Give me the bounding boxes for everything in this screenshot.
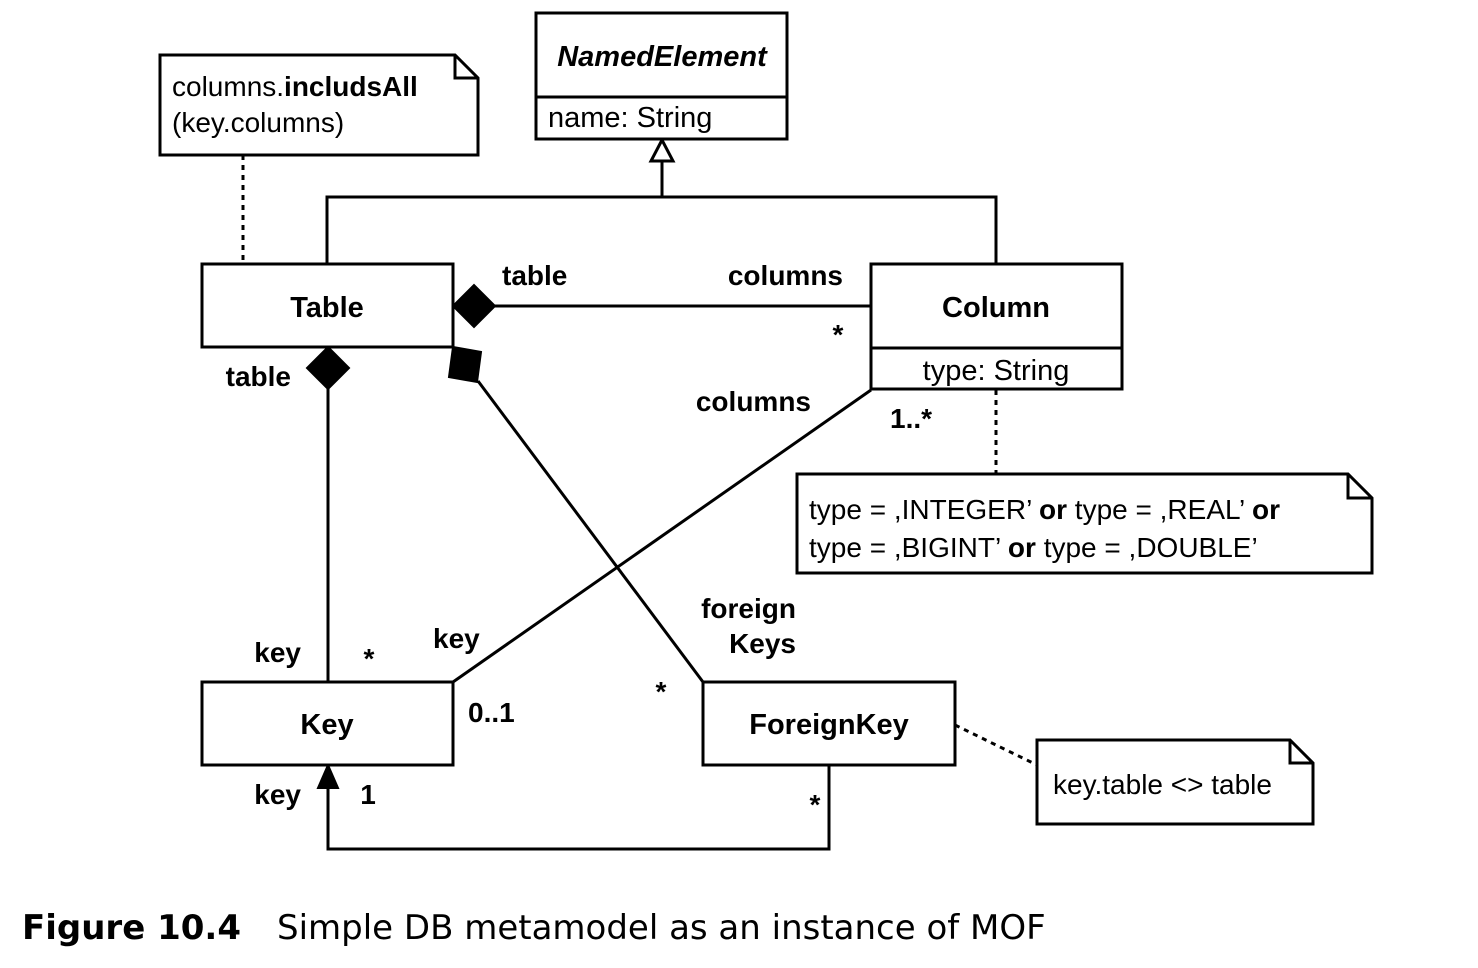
role-key-columns-key-end: key (433, 623, 480, 654)
uml-class-diagram: columns.includsAll (key.columns) type = … (158, 11, 1374, 851)
role-fk-key-key-end: key (254, 779, 301, 810)
note-table-constraint-line1: columns.includsAll (172, 71, 418, 102)
class-column: Column type: String (869, 262, 1124, 391)
note-column-type-line1: type = ,INTEGER’ or type = ,REAL’ or (809, 494, 1280, 525)
assoc-table-foreign-key (476, 380, 705, 683)
note-table-constraint-line2: (key.columns) (172, 107, 344, 138)
class-column-attribute: type: String (923, 355, 1070, 387)
navigable-arrowhead-key (316, 762, 340, 789)
composition-diamond-table-foreign-key (447, 345, 483, 384)
mult-table-fk: * (656, 676, 667, 707)
mult-table-key: * (364, 643, 375, 674)
generalization-arrowhead (648, 136, 676, 163)
role-table-columns-column-end: columns (728, 260, 843, 291)
note-foreign-key-constraint: key.table <> table (1035, 738, 1315, 826)
class-key-name: Key (300, 709, 353, 741)
figure-caption-text: Simple DB metamodel as an instance of MO… (276, 908, 1046, 948)
role-table-fk-fk-end-line2: Keys (729, 628, 796, 659)
mult-key-columns-column-end: 1..* (890, 403, 932, 434)
class-foreign-key-name: ForeignKey (749, 709, 909, 741)
role-key-columns-column-end: columns (696, 386, 811, 417)
class-named-element-name: NamedElement (557, 41, 768, 73)
generalization-line (325, 195, 998, 264)
class-column-name: Column (942, 292, 1050, 324)
note-column-type-constraint: type = ,INTEGER’ or type = ,REAL’ or typ… (795, 472, 1374, 575)
note-table-constraint: columns.includsAll (key.columns) (158, 53, 480, 157)
class-key: Key (200, 680, 455, 767)
assoc-key-columns (452, 388, 872, 684)
note-connector-foreign-key (954, 723, 1038, 767)
composition-diamond-table-columns (451, 283, 497, 329)
mult-key-columns-key-end: 0..1 (468, 697, 515, 728)
note-connectors (241, 155, 1038, 767)
role-table-key-key-end: key (254, 637, 301, 668)
class-named-element: NamedElement name: String (534, 11, 789, 141)
figure-caption: Figure 10.4 Simple DB metamodel as an ins… (22, 908, 1046, 948)
role-table-key-table-end: table (226, 361, 291, 392)
mult-table-columns: * (833, 319, 844, 350)
generalization-named-element (325, 136, 998, 264)
class-table: Table (200, 262, 455, 349)
role-table-fk-fk-end-line1: foreign (701, 593, 796, 624)
assoc-foreign-key-key (326, 765, 831, 851)
mult-fk-key-key-end: 1 (360, 779, 376, 810)
note-foreign-key-text: key.table <> table (1053, 769, 1272, 800)
note-column-type-line2: type = ,BIGINT’ or type = ,DOUBLE’ (809, 532, 1258, 563)
composition-diamond-table-key (305, 345, 351, 391)
class-table-name: Table (290, 292, 364, 324)
figure-number: Figure 10.4 (22, 908, 241, 948)
class-named-element-attribute: name: String (548, 102, 712, 134)
class-foreign-key: ForeignKey (701, 680, 957, 767)
role-table-columns-table-end: table (502, 260, 567, 291)
mult-fk-key-fk-end: * (810, 789, 821, 820)
